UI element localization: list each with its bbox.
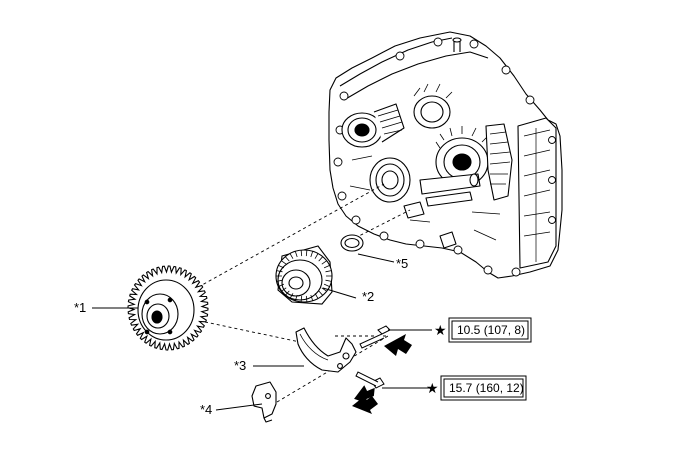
torque-spec-2: ★ 15.7 (160, 12) [426,375,527,401]
callout-label-4: *4 [200,402,212,417]
callout-label-1: *1 [74,300,86,315]
torque-spec-1: ★ 10.5 (107, 8) [434,317,532,343]
hub-gear-teeth [276,250,332,302]
callout-label-3: *3 [234,358,246,373]
star-icon: ★ [434,323,447,339]
bolt [359,325,391,349]
bolt [355,371,385,389]
gear [127,265,209,351]
torque-box-inner [451,320,529,340]
bracket [251,381,277,423]
callout-label-2: *2 [362,289,374,304]
torque-box-inner [443,378,524,398]
hub-gear [275,245,333,305]
transmission-case [328,31,563,279]
shift-fork [295,327,357,373]
leader-lines [92,253,432,411]
direction-arrow [352,385,378,414]
direction-arrow [384,334,412,356]
torque-value: 15.7 (160, 12) [449,381,524,395]
torque-value: 10.5 (107, 8) [457,323,525,337]
oil-seal [340,234,364,252]
star-icon: ★ [426,381,439,397]
callout-label-5: *5 [396,256,408,271]
